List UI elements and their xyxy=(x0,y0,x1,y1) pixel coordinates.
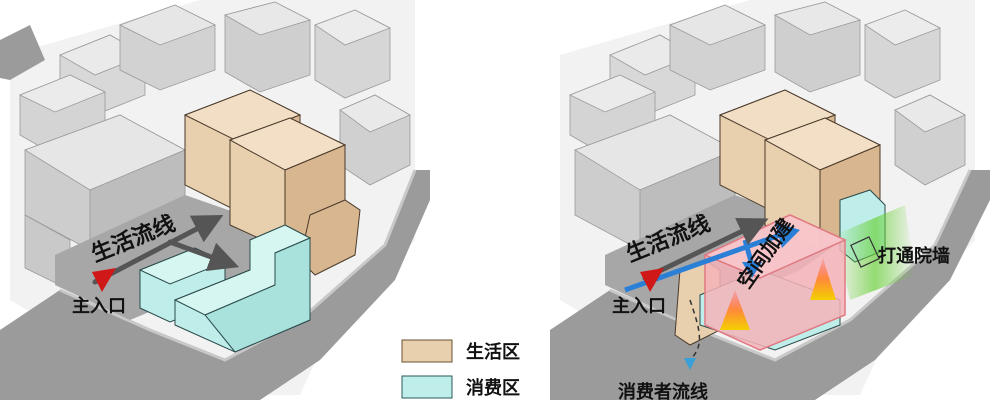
right-consumer-flow-head xyxy=(684,358,696,370)
right-entrance-label: 主入口 xyxy=(612,295,666,317)
left-panel: 生活流线 主入口 xyxy=(0,0,430,400)
legend-swatch-consumer xyxy=(401,375,453,399)
right-blue-flow-head xyxy=(775,222,800,248)
right-panel: 生活流线 主入口 空间加建 打通院墙 消费者流线 xyxy=(550,0,990,403)
right-growth-arrow-1 xyxy=(720,290,750,330)
left-living-flow-arrows xyxy=(92,215,240,285)
left-road-west xyxy=(0,25,45,80)
right-consumer-flow-label: 消费者流线 xyxy=(618,381,708,403)
right-growth-arrow-2 xyxy=(810,258,836,300)
right-wall-opening xyxy=(850,236,880,268)
right-living-flow-arrow xyxy=(642,217,769,281)
left-road xyxy=(0,170,430,400)
right-entrance-marker xyxy=(640,268,664,292)
left-context-buildings xyxy=(19,1,411,291)
legend-label-consumer: 消费区 xyxy=(466,377,520,399)
legend-label-living: 生活区 xyxy=(466,341,520,363)
right-consumer-flow xyxy=(689,299,701,361)
left-entrance-marker xyxy=(92,268,116,292)
right-wall-glow xyxy=(835,205,915,300)
right-wall-label: 打通院墙 xyxy=(878,245,950,267)
right-road xyxy=(550,170,990,400)
left-consumer-zone xyxy=(138,224,312,353)
left-living-zone xyxy=(183,89,361,276)
legend: 生活区 消费区 xyxy=(401,339,520,399)
left-entrance-label: 主入口 xyxy=(72,295,126,317)
right-blue-flow-down-head xyxy=(742,262,762,278)
legend-swatch-living xyxy=(401,339,453,363)
